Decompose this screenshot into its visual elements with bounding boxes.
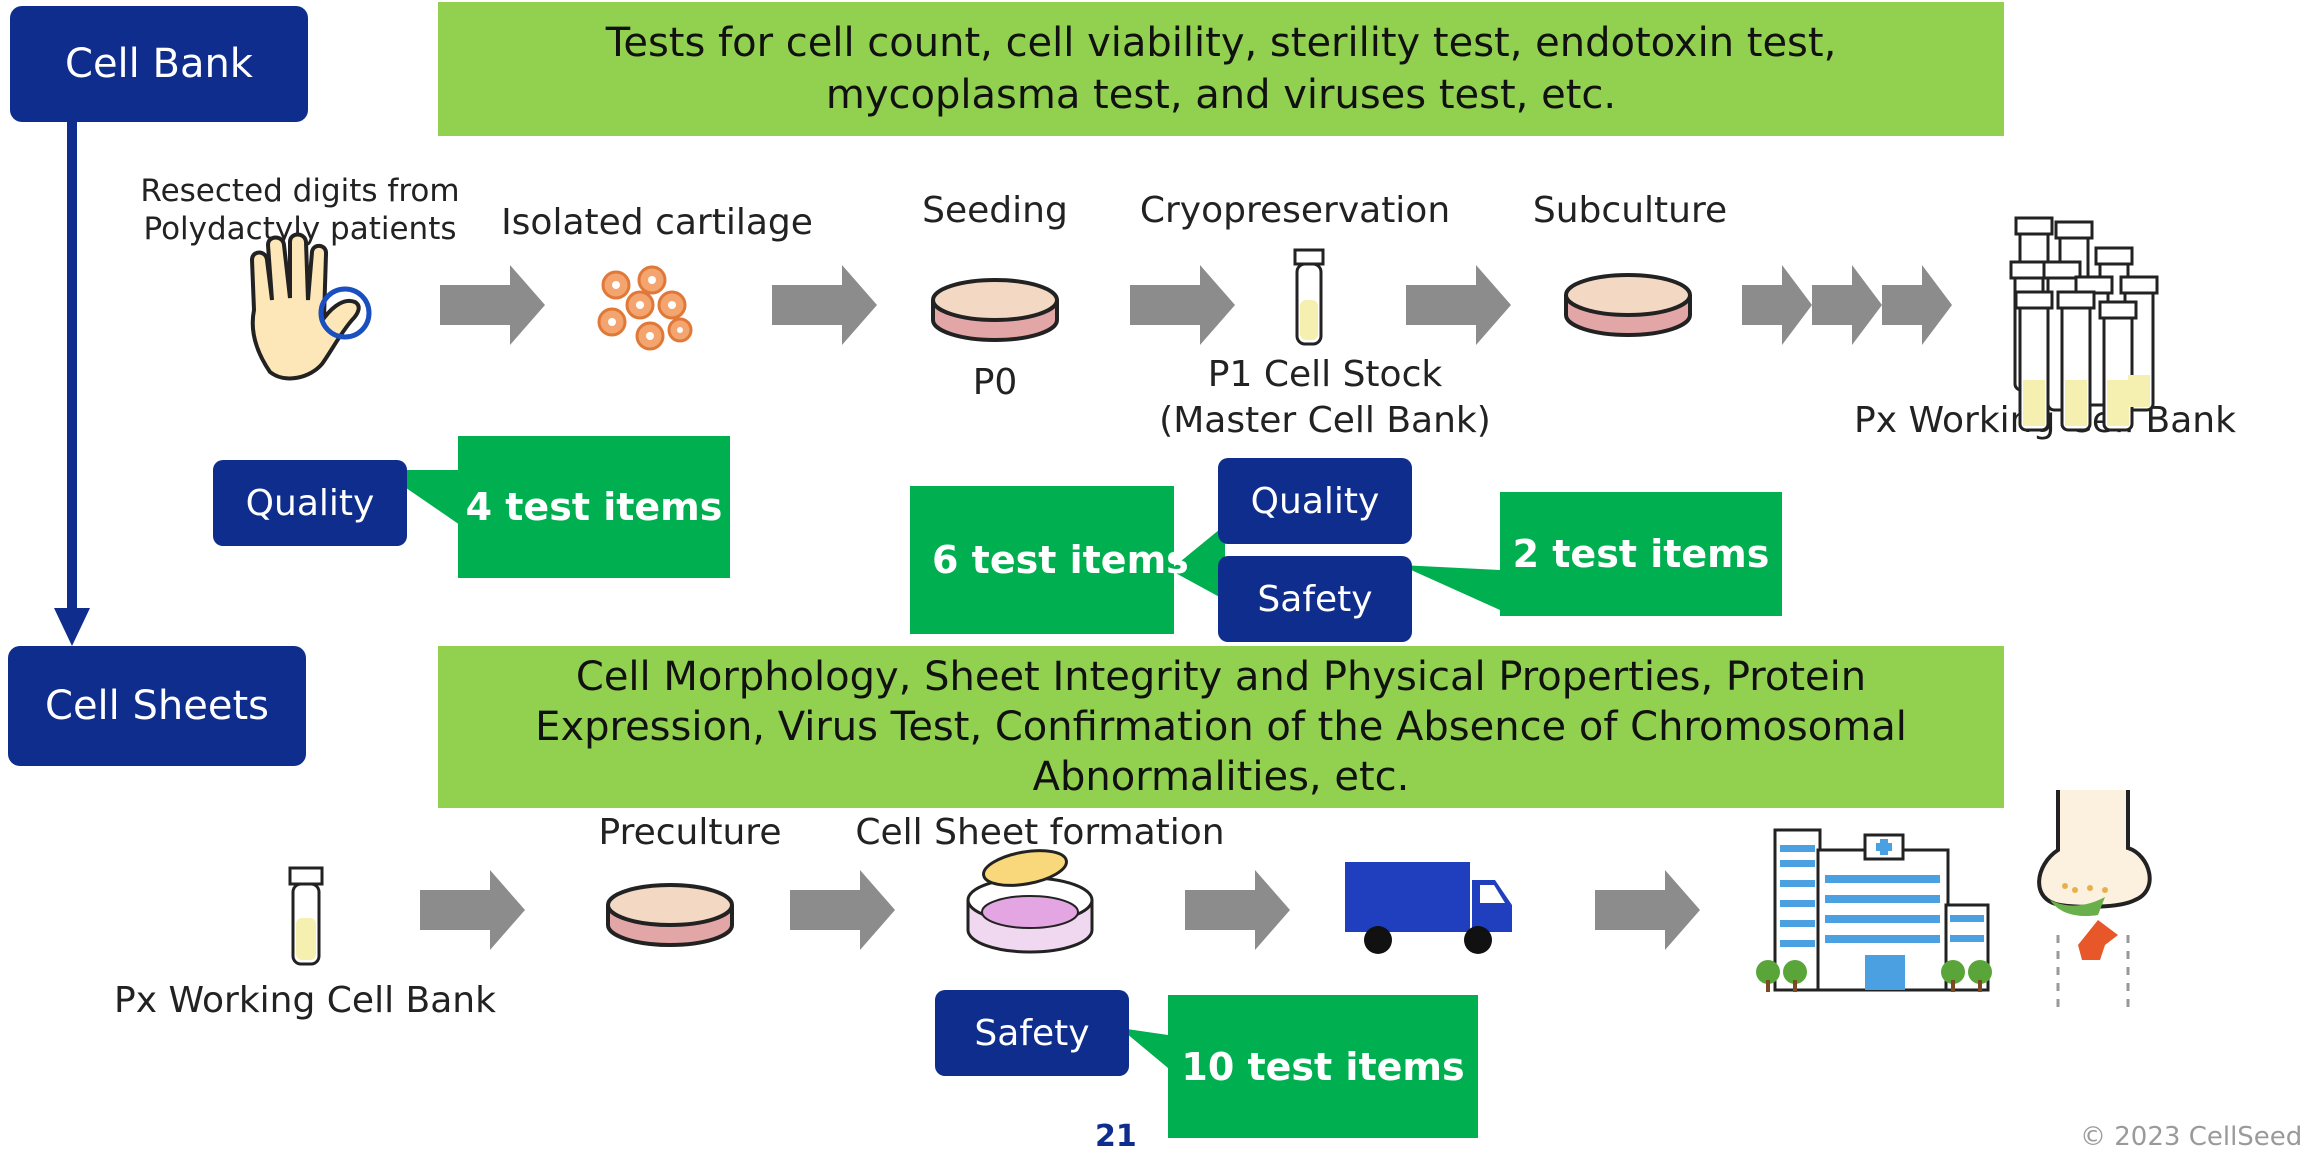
cartilage-cells-icon (597, 265, 693, 351)
source-label-line-1: Resected digits from (140, 173, 460, 209)
bottom-banner-line-1: Cell Morphology, Sheet Integrity and Phy… (575, 654, 1867, 700)
working-cell-bank-tubes-icon (2009, 216, 2159, 432)
bottom-banner-line-2: Expression, Virus Test, Confirmation of … (535, 704, 1907, 750)
cell-sheet-dish-icon (966, 849, 1094, 954)
petri-dish-p0-icon (931, 278, 1059, 342)
preculture-label: Preculture (598, 812, 782, 853)
test-items-10-callout: 10 test items (1168, 995, 1478, 1138)
bottom-banner-line-3: Abnormalities, etc. (1032, 754, 1410, 800)
quality-badge-2: Quality (1218, 458, 1412, 544)
top-row-graphics (249, 216, 2159, 432)
isolated-cartilage-label: Isolated cartilage (501, 202, 813, 243)
top-row-arrows (440, 265, 1952, 345)
subculture-label: Subculture (1532, 190, 1728, 231)
p0-label: P0 (972, 362, 1018, 403)
page-number: 21 (1095, 1119, 1137, 1154)
finger-joint-icon (2037, 790, 2152, 1010)
p1-label-line-1: P1 Cell Stock (1207, 354, 1443, 395)
source-label: Resected digits from Polydactyly patient… (130, 172, 470, 248)
cell-sheet-formation-label: Cell Sheet formation (855, 812, 1225, 853)
delivery-truck-icon (1345, 862, 1512, 954)
test-items-2-callout: 2 test items (1500, 492, 1782, 616)
bottom-row-graphics (288, 790, 2152, 1010)
cryopreservation-label: Cryopreservation (1139, 190, 1451, 231)
working-cell-bank-bottom-label: Px Working Cell Bank (114, 980, 496, 1021)
copyright-notice: © 2023 CellSeed (2080, 1122, 2302, 1152)
top-tests-banner: Tests for cell count, cell viability, st… (438, 2, 2004, 136)
hand-icon (249, 232, 372, 381)
safety-badge-1: Safety (1218, 556, 1412, 642)
seeding-label: Seeding (922, 190, 1068, 231)
test-items-4-callout: 4 test items (458, 436, 730, 578)
top-banner-line-1: Tests for cell count, cell viability, st… (605, 20, 1837, 66)
test-items-6-callout: 6 test items (910, 486, 1189, 634)
p1-cell-stock-label: P1 Cell Stock (Master Cell Bank) (1130, 352, 1520, 444)
safety-badge-2: Safety (935, 990, 1129, 1076)
petri-dish-subculture-icon (1564, 273, 1692, 337)
top-banner-line-2: mycoplasma test, and viruses test, etc. (825, 72, 1617, 118)
working-bank-tube-icon (288, 866, 324, 966)
bottom-row-arrows (420, 870, 1700, 950)
hospital-icon (1756, 828, 1992, 992)
vertical-flow-arrow (54, 122, 90, 646)
petri-dish-preculture-icon (606, 883, 734, 947)
quality-badge-1: Quality (213, 460, 407, 546)
bottom-tests-banner: Cell Morphology, Sheet Integrity and Phy… (438, 646, 2004, 808)
cryo-tube-icon (1293, 248, 1325, 346)
p1-label-line-2: (Master Cell Bank) (1159, 400, 1491, 441)
cell-bank-section-label: Cell Bank (10, 6, 308, 122)
cell-sheets-section-label: Cell Sheets (8, 646, 306, 766)
